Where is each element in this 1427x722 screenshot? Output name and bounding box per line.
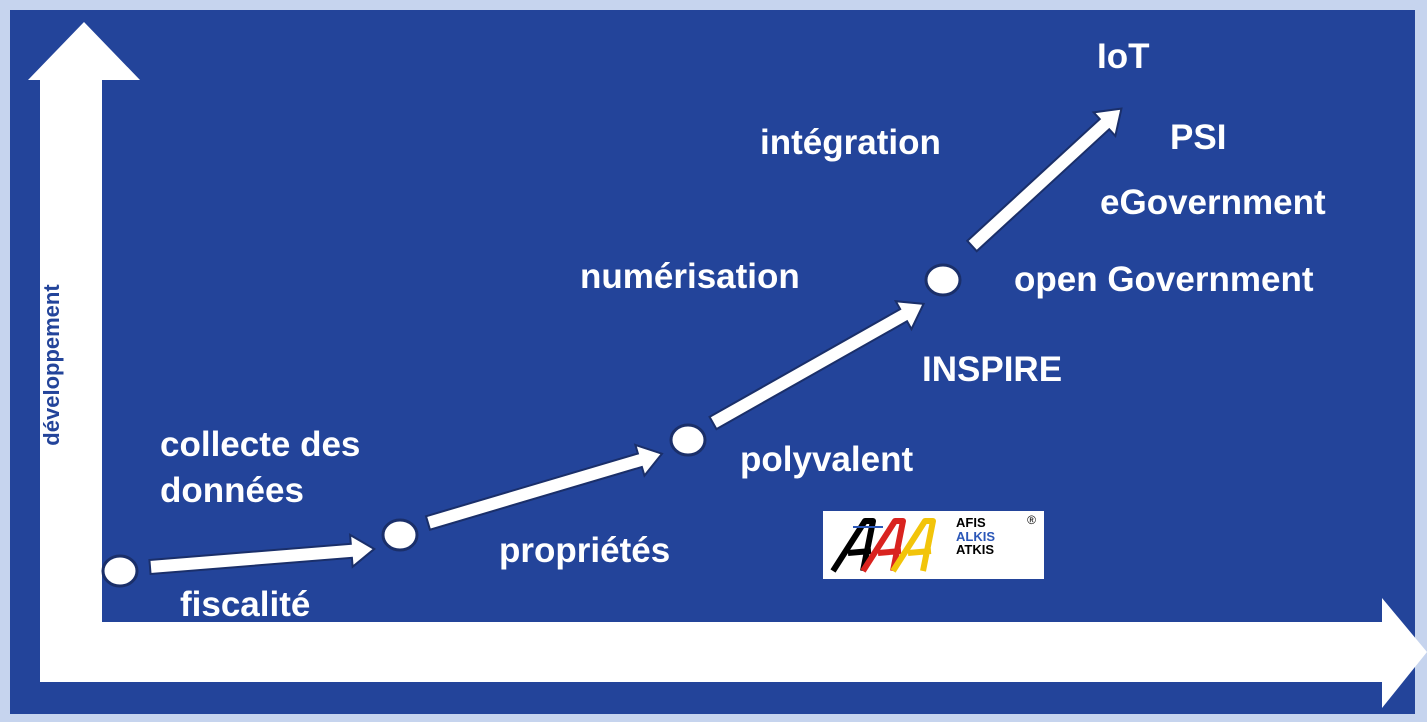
- milestone-node-1980: [669, 423, 707, 457]
- label-collecte-line2: données: [160, 471, 304, 510]
- progress-arrow-4: [965, 107, 1123, 253]
- x-tick-1900: 1900: [358, 650, 412, 677]
- x-tick-1800: 1800: [134, 650, 188, 677]
- aaa-logo-mark: [830, 518, 936, 573]
- label-iot: IoT: [1097, 37, 1150, 76]
- milestone-node-1900: [381, 518, 419, 552]
- milestone-node-1800: [101, 554, 139, 588]
- x-tick-2015: 2015: [860, 650, 914, 677]
- logo-line-alkis: ALKIS: [956, 528, 995, 544]
- x-tick-1980: 1980: [636, 650, 690, 677]
- progress-arrow-3: [708, 300, 926, 431]
- x-axis-shaft: [100, 622, 1385, 682]
- milestone-node-2015: [924, 263, 962, 297]
- x-axis-arrowhead: [1382, 598, 1427, 708]
- label-integration: intégration: [760, 123, 941, 162]
- label-fiscalite: fiscalité: [180, 585, 311, 624]
- y-axis-label: développement: [39, 284, 64, 446]
- aaa-logo: AFIS ALKIS ATKIS ®: [823, 511, 1044, 579]
- label-proprietes: propriétés: [499, 531, 671, 570]
- label-egovernment: eGovernment: [1100, 183, 1326, 222]
- y-axis-shaft: [40, 78, 102, 682]
- label-numerisation: numérisation: [580, 257, 800, 296]
- label-psi: PSI: [1170, 118, 1227, 157]
- label-collecte-line1: collecte des: [160, 425, 361, 464]
- diagram-panel: [10, 10, 1415, 714]
- progress-arrow-1: [148, 533, 377, 576]
- logo-line-atkis: ATKIS: [956, 542, 995, 558]
- y-axis-arrowhead: [28, 22, 140, 80]
- logo-line-afis: AFIS: [956, 515, 986, 530]
- aaa-logo-text: AFIS ALKIS ATKIS: [956, 516, 995, 557]
- progress-arrow-2: [424, 443, 664, 531]
- label-open-government: open Government: [1014, 260, 1314, 299]
- label-polyvalent: polyvalent: [740, 440, 914, 479]
- x-tick-2021: 2021+: [1000, 650, 1068, 677]
- label-inspire: INSPIRE: [922, 350, 1063, 389]
- registered-mark: ®: [1027, 513, 1036, 527]
